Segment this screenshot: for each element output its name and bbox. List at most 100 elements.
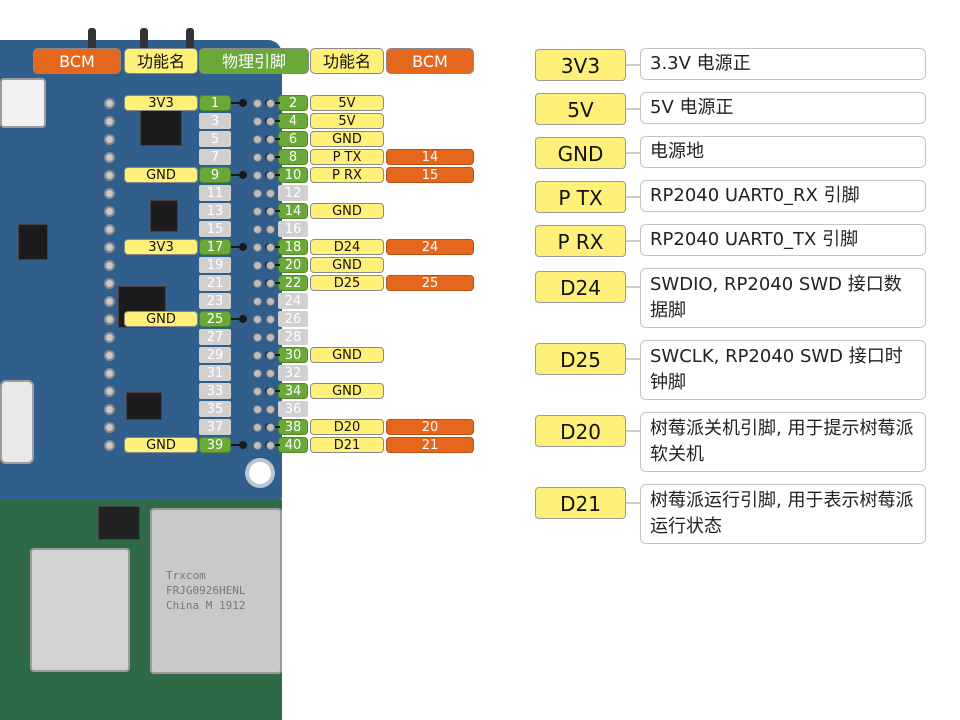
legend-label-d21: D21 — [535, 487, 626, 519]
header-hole — [253, 225, 262, 234]
pin-number-3: 3 — [199, 113, 231, 129]
button-knob — [186, 28, 194, 60]
header-left-bcm: BCM — [33, 48, 121, 74]
chip — [150, 200, 178, 232]
board-hole — [104, 404, 115, 415]
board-hole — [104, 422, 115, 433]
board-hole — [104, 368, 115, 379]
header-hole — [253, 261, 262, 270]
header-hole — [253, 99, 262, 108]
pin-bcm-38: 20 — [386, 419, 474, 435]
pin-function-9: GND — [124, 167, 198, 183]
pin-number-12: 12 — [278, 185, 308, 201]
header-physical-pin: 物理引脚 — [199, 48, 309, 74]
board-hole — [104, 314, 115, 325]
header-hole — [253, 297, 262, 306]
pin-number-37: 37 — [199, 419, 231, 435]
battery-holder — [0, 380, 34, 464]
pin-number-23: 23 — [199, 293, 231, 309]
pin-function-14: GND — [310, 203, 384, 219]
pin-function-6: GND — [310, 131, 384, 147]
header-hole — [266, 225, 275, 234]
pin-number-25: 25 — [199, 311, 231, 327]
pin-leader-line — [231, 102, 244, 104]
pin-function-10: P RX — [310, 167, 384, 183]
legend-label-d20: D20 — [535, 415, 626, 447]
header-left-function: 功能名 — [124, 48, 198, 74]
header-hole — [266, 153, 275, 162]
header-hole — [266, 315, 275, 324]
pin-number-13: 13 — [199, 203, 231, 219]
chip — [18, 224, 48, 260]
legend-label-d24: D24 — [535, 271, 626, 303]
board-hole — [104, 440, 115, 451]
pin-number-40: 40 — [278, 437, 308, 453]
header-hole — [253, 135, 262, 144]
pin-function-2: 5V — [310, 95, 384, 111]
header-hole — [253, 117, 262, 126]
header-hole — [253, 441, 262, 450]
board-hole — [104, 170, 115, 181]
button-knob — [88, 28, 96, 60]
legend-description: RP2040 UART0_TX 引脚 — [640, 224, 926, 256]
header-hole — [266, 333, 275, 342]
pin-number-16: 16 — [278, 221, 308, 237]
header-hole — [266, 405, 275, 414]
header-hole — [253, 369, 262, 378]
pin-function-8: P TX — [310, 149, 384, 165]
pin-number-7: 7 — [199, 149, 231, 165]
header-hole — [253, 333, 262, 342]
board-hole — [104, 98, 115, 109]
pin-function-1: 3V3 — [124, 95, 198, 111]
header-hole — [266, 117, 275, 126]
pin-number-15: 15 — [199, 221, 231, 237]
board-hole — [104, 350, 115, 361]
header-hole — [266, 99, 275, 108]
header-hole — [253, 279, 262, 288]
chip — [126, 392, 162, 420]
header-hole — [253, 153, 262, 162]
header-hole — [253, 315, 262, 324]
pin-number-28: 28 — [278, 329, 308, 345]
board-hole — [104, 152, 115, 163]
pin-number-11: 11 — [199, 185, 231, 201]
pin-function-40: D21 — [310, 437, 384, 453]
legend-description: 树莓派关机引脚, 用于提示树莓派软关机 — [640, 412, 926, 472]
legend-label-p-tx: P TX — [535, 181, 626, 213]
board-hole — [104, 188, 115, 199]
pin-number-33: 33 — [199, 383, 231, 399]
board-hole — [104, 278, 115, 289]
pin-dot-9 — [239, 171, 247, 179]
mounting-hole — [245, 458, 275, 488]
pin-number-18: 18 — [278, 239, 308, 255]
legend-description: RP2040 UART0_RX 引脚 — [640, 180, 926, 212]
pin-bcm-18: 24 — [386, 239, 474, 255]
board-hole — [104, 386, 115, 397]
pin-function-38: D20 — [310, 419, 384, 435]
pin-number-1: 1 — [199, 95, 231, 111]
legend-description: SWCLK, RP2040 SWD 接口时钟脚 — [640, 340, 926, 400]
header-hole — [253, 171, 262, 180]
pin-bcm-22: 25 — [386, 275, 474, 291]
header-hole — [266, 279, 275, 288]
pin-number-9: 9 — [199, 167, 231, 183]
header-hole — [253, 189, 262, 198]
header-hole — [253, 423, 262, 432]
chip — [140, 110, 182, 146]
pin-number-30: 30 — [278, 347, 308, 363]
power-connector — [0, 78, 46, 128]
header-hole — [266, 261, 275, 270]
pin-function-25: GND — [124, 311, 198, 327]
legend-label-3v3: 3V3 — [535, 49, 626, 81]
button-knob — [140, 28, 148, 60]
pin-function-18: D24 — [310, 239, 384, 255]
board-hole — [104, 242, 115, 253]
board-hole — [104, 116, 115, 127]
header-hole — [266, 441, 275, 450]
header-hole — [266, 297, 275, 306]
jack-brand: Trxcom — [166, 569, 206, 582]
header-hole — [253, 351, 262, 360]
board-hole — [104, 224, 115, 235]
legend-label-gnd: GND — [535, 137, 626, 169]
